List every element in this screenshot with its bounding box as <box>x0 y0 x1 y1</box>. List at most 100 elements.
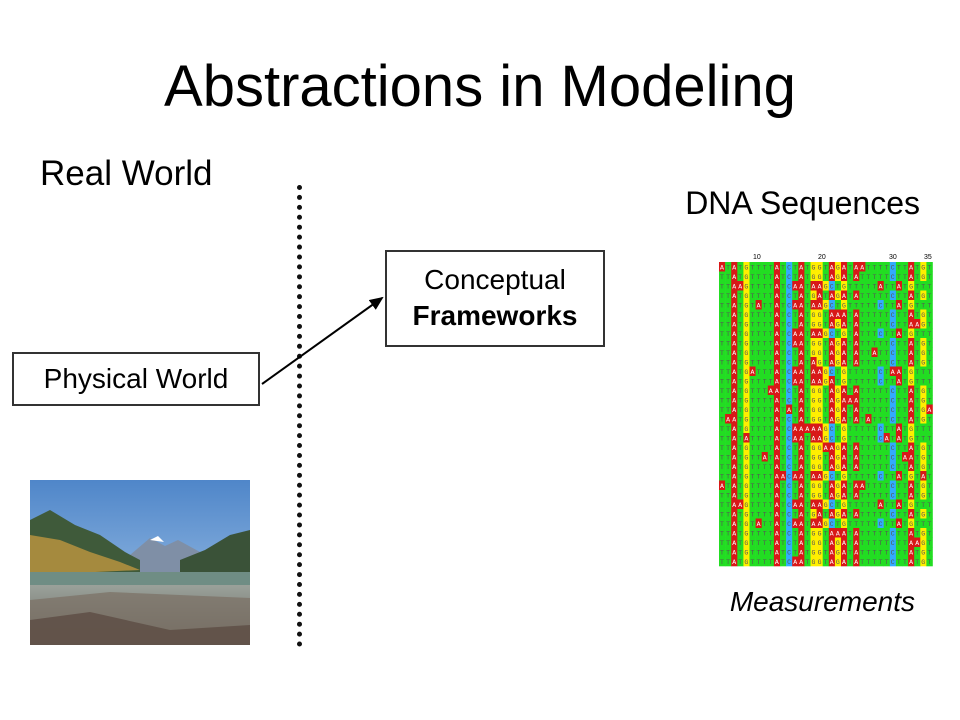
dna-base-letter: T <box>836 521 840 528</box>
dna-cell <box>902 556 909 567</box>
dna-base-letter: T <box>751 474 755 481</box>
dna-base-letter: T <box>836 303 840 310</box>
dna-base-letter: A <box>909 417 913 424</box>
dna-cell <box>773 262 781 272</box>
dna-cell <box>731 518 738 529</box>
dna-cell <box>926 281 933 291</box>
dna-cell <box>767 414 775 424</box>
dna-cell <box>859 480 866 491</box>
dna-cell <box>877 262 884 272</box>
dna-cell <box>780 452 787 462</box>
dna-base-letter: A <box>812 331 816 338</box>
dna-base-letter: T <box>897 341 901 348</box>
dna-base-letter: T <box>781 426 785 433</box>
dna-cell <box>767 290 775 301</box>
dna-base-letter: G <box>921 360 925 367</box>
dna-cell <box>828 395 836 405</box>
dna-base-letter: T <box>805 369 809 376</box>
dna-cell <box>743 357 750 367</box>
dna-base-letter: T <box>866 559 870 566</box>
dna-base-letter: T <box>873 360 877 367</box>
dna-cell <box>761 338 769 348</box>
dna-base-letter: T <box>751 493 755 500</box>
dna-base-letter: T <box>921 521 925 528</box>
dna-base-letter: T <box>769 512 773 519</box>
dna-base-letter: T <box>915 284 919 291</box>
dna-base-letter: T <box>757 559 761 566</box>
dna-base-letter: T <box>793 293 797 300</box>
dna-base-letter: G <box>818 274 822 281</box>
dna-base-letter: T <box>726 293 730 300</box>
dna-cell <box>749 499 756 510</box>
dna-base-letter: G <box>921 350 925 357</box>
dna-base-letter: T <box>836 331 840 338</box>
dna-cell <box>914 404 921 415</box>
dna-cell <box>895 385 903 396</box>
dna-base-letter: T <box>897 493 901 500</box>
dna-cell <box>859 537 866 548</box>
dna-cell <box>920 385 927 396</box>
dna-base-letter: A <box>818 293 822 300</box>
dna-cell <box>853 357 860 367</box>
dna-cell <box>767 452 775 462</box>
dna-cell <box>737 262 744 272</box>
dna-cell <box>865 347 872 358</box>
dna-cell <box>780 471 787 481</box>
dna-cell <box>780 357 787 367</box>
dna-base-letter: C <box>879 369 883 376</box>
dna-base-letter: A <box>732 540 736 547</box>
dna-base-letter: T <box>885 322 889 329</box>
dna-base-letter: A <box>769 388 773 395</box>
dna-cell <box>780 509 787 519</box>
dna-cell <box>780 262 787 272</box>
dna-cell <box>767 385 775 396</box>
dna-base-letter: T <box>751 303 755 310</box>
dna-base-letter: T <box>903 426 907 433</box>
dna-base-letter: A <box>854 464 858 471</box>
dna-cell <box>731 309 738 320</box>
dna-cell <box>786 433 793 443</box>
dna-base-letter: T <box>860 312 864 319</box>
dna-cell <box>865 452 872 462</box>
dna-base-letter: T <box>873 417 877 424</box>
dna-cell <box>773 404 781 415</box>
dna-cell <box>725 281 732 291</box>
dna-cell <box>798 357 805 367</box>
dna-cell <box>841 490 848 500</box>
dna-cell <box>920 461 927 472</box>
dna-cell <box>859 404 866 415</box>
dna-base-letter: A <box>830 293 834 300</box>
dna-cell <box>902 271 909 282</box>
dna-base-letter: T <box>860 341 864 348</box>
dna-base-letter: T <box>726 322 730 329</box>
dna-cell <box>816 300 823 310</box>
dna-cell <box>847 347 854 358</box>
dna-cell <box>761 404 769 415</box>
dna-cell <box>810 271 817 282</box>
dna-base-letter: G <box>909 521 913 528</box>
dna-cell <box>798 556 805 567</box>
dna-base-letter: T <box>915 502 919 509</box>
dna-base-letter: T <box>866 464 870 471</box>
dna-cell <box>749 385 756 396</box>
dna-base-letter: T <box>854 521 858 528</box>
dna-cell <box>908 366 915 377</box>
dna-base-letter: T <box>897 388 901 395</box>
dna-cell <box>755 528 762 538</box>
dna-cell <box>889 423 897 434</box>
dna-base-letter: A <box>909 445 913 452</box>
dna-cell <box>773 290 781 301</box>
dna-base-letter: A <box>915 322 919 329</box>
dna-base-letter: T <box>915 369 919 376</box>
dna-base-letter: A <box>897 436 901 443</box>
dna-cell <box>853 480 860 491</box>
dna-cell <box>828 347 836 358</box>
dna-cell <box>743 414 750 424</box>
dna-cell <box>822 556 830 567</box>
dna-base-letter: T <box>763 265 767 272</box>
dna-cell <box>792 262 799 272</box>
dna-cell <box>798 338 805 348</box>
dna-base-letter: A <box>775 483 779 490</box>
dna-base-letter: T <box>793 455 797 462</box>
dna-base-letter: T <box>720 417 724 424</box>
